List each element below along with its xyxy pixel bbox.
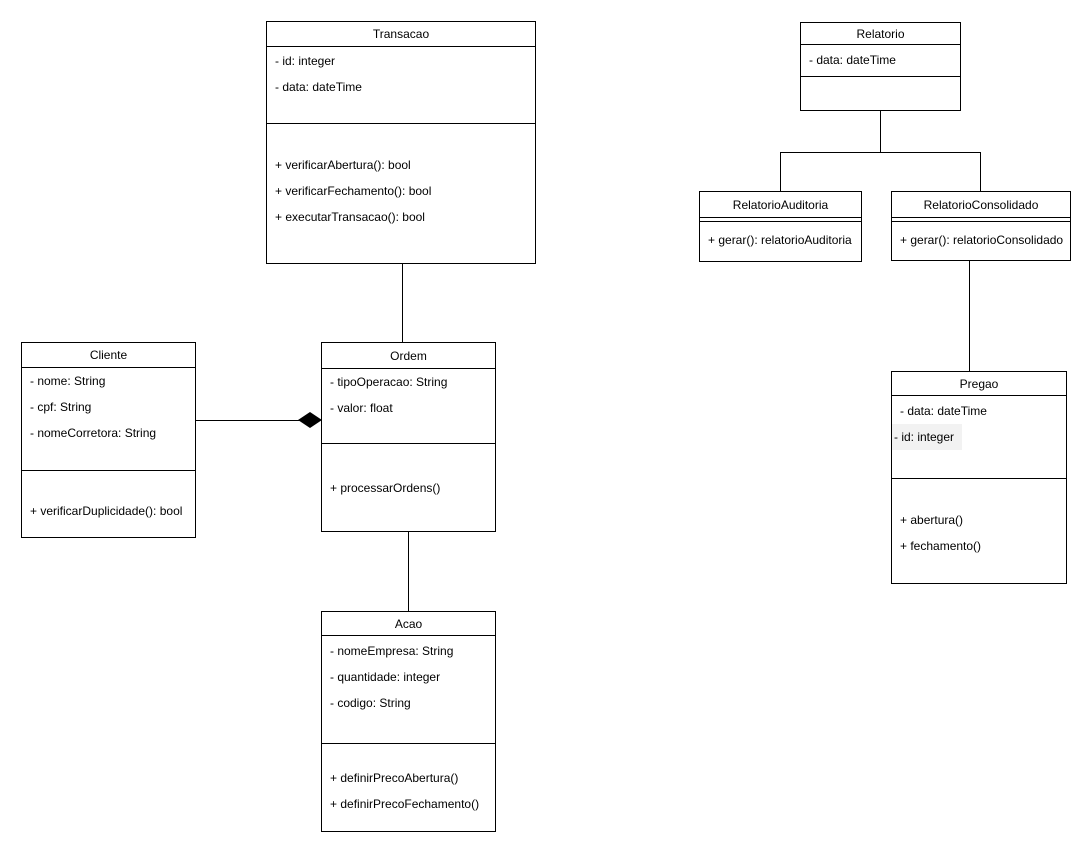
attribute: - tipoOperacao: String bbox=[330, 375, 448, 389]
class-title-transacao: Transacao bbox=[267, 22, 535, 47]
attribute: - nome: String bbox=[30, 374, 106, 388]
class-name-text: Transacao bbox=[372, 27, 430, 41]
composition-diamond-icon bbox=[298, 412, 322, 428]
method: + verificarAbertura(): bool bbox=[275, 158, 411, 172]
class-relatorio-consolidado[interactable]: RelatorioConsolidado + gerar(): relatori… bbox=[891, 191, 1071, 261]
edge-relatorio-stem[interactable] bbox=[880, 111, 881, 152]
class-relatorio[interactable]: Relatorio - data: dateTime bbox=[800, 22, 961, 111]
attribute: - valor: float bbox=[330, 401, 393, 415]
attribute: - data: dateTime bbox=[809, 53, 896, 67]
attribute: - id: integer bbox=[275, 54, 336, 68]
class-title-relatorio-auditoria: RelatorioAuditoria bbox=[700, 192, 861, 218]
attribute: - cpf: String bbox=[30, 400, 92, 414]
class-name-text: Pregao bbox=[959, 376, 999, 391]
edge-transacao-ordem[interactable] bbox=[402, 264, 403, 342]
class-name-text: Relatorio bbox=[856, 26, 905, 41]
edge-relatorio-auditoria-branch[interactable] bbox=[780, 152, 781, 191]
class-name-text: RelatorioConsolidado bbox=[923, 197, 1039, 212]
method: + definirPrecoFechamento() bbox=[330, 797, 480, 811]
edge-ordem-acao[interactable] bbox=[408, 532, 409, 611]
class-ordem[interactable]: Ordem - tipoOperacao: String - valor: fl… bbox=[321, 342, 496, 532]
class-cliente[interactable]: Cliente - nome: String - cpf: String - n… bbox=[21, 342, 196, 538]
method: + definirPrecoAbertura() bbox=[330, 771, 459, 785]
method: + verificarFechamento(): bool bbox=[275, 184, 432, 198]
method: + fechamento() bbox=[900, 539, 982, 553]
attribute: - codigo: String bbox=[330, 696, 411, 710]
attribute: - nomeEmpresa: String bbox=[330, 644, 454, 658]
class-relatorio-auditoria[interactable]: RelatorioAuditoria + gerar(): relatorioA… bbox=[699, 191, 862, 262]
attribute: - nomeCorretora: String bbox=[30, 426, 157, 440]
edge-relatorio-crossbar[interactable] bbox=[780, 152, 981, 153]
class-title-pregao: Pregao bbox=[892, 372, 1066, 396]
edge-relatorioconsolidado-pregao[interactable] bbox=[969, 261, 970, 371]
class-name-text: Acao bbox=[394, 616, 423, 631]
edge-cliente-ordem[interactable] bbox=[196, 420, 300, 421]
edge-relatorio-consolidado-branch[interactable] bbox=[980, 152, 981, 191]
method: + executarTransacao(): bool bbox=[275, 210, 425, 224]
class-title-relatorio-consolidado: RelatorioConsolidado bbox=[892, 192, 1070, 218]
class-name-text: Ordem bbox=[390, 348, 427, 363]
class-acao[interactable]: Acao - nomeEmpresa: String - quantidade:… bbox=[321, 611, 496, 832]
attribute: - data: dateTime bbox=[275, 80, 362, 94]
class-title-acao: Acao bbox=[322, 612, 495, 636]
method: + verificarDuplicidade(): bool bbox=[30, 504, 183, 518]
attribute-highlighted: - id: integer bbox=[892, 424, 963, 450]
class-title-ordem: Ordem bbox=[322, 343, 495, 369]
empty-attributes-compartment bbox=[700, 218, 861, 222]
empty-attributes-compartment bbox=[892, 218, 1070, 222]
class-pregao[interactable]: Pregao - data: dateTime - id: integer + … bbox=[891, 371, 1067, 584]
method: + abertura() bbox=[900, 513, 964, 527]
class-title-relatorio: Relatorio bbox=[801, 23, 960, 45]
class-transacao[interactable]: Transacao - id: integer - data: dateTime… bbox=[266, 21, 536, 264]
method: + gerar(): relatorioAuditoria bbox=[708, 233, 852, 247]
class-name-text: Cliente bbox=[89, 348, 128, 362]
class-name-text: RelatorioAuditoria bbox=[732, 197, 829, 212]
class-title-cliente: Cliente bbox=[22, 343, 195, 368]
method: + processarOrdens() bbox=[330, 481, 441, 495]
attribute: - data: dateTime bbox=[900, 404, 987, 418]
method: + gerar(): relatorioConsolidado bbox=[900, 233, 1064, 247]
attribute: - quantidade: integer bbox=[330, 670, 441, 684]
